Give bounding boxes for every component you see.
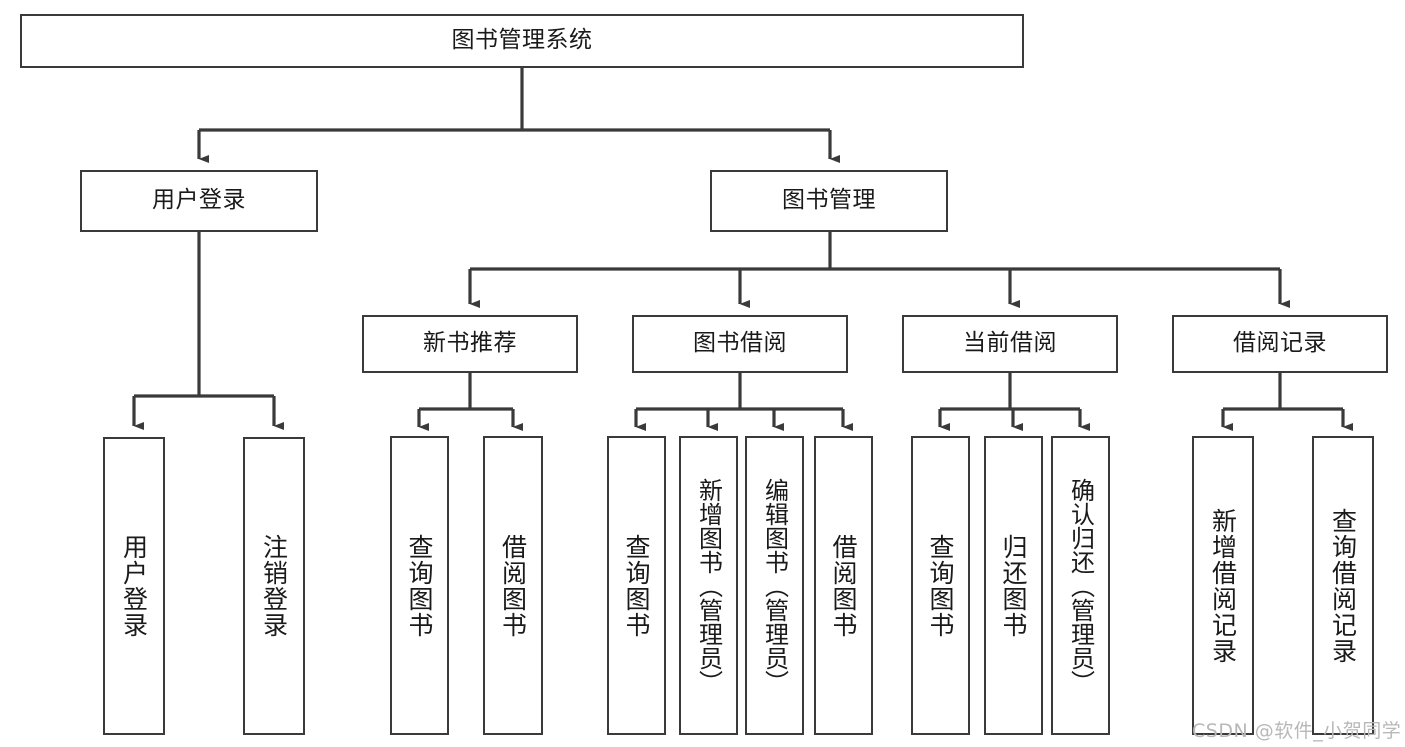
node-label: 查询图书 <box>405 533 434 638</box>
node-label: 图书管理 <box>782 187 876 214</box>
node-label: 当前借阅 <box>963 330 1057 357</box>
node-leaf-edit-book[interactable]: 编辑图书（管理员） <box>745 436 804 735</box>
node-label: 新书推荐 <box>423 330 517 357</box>
node-label: 查询图书 <box>622 533 651 638</box>
node-label: 查询借阅记录 <box>1328 507 1358 664</box>
node-leaf-confirm-return[interactable]: 确认归还（管理员） <box>1051 436 1110 735</box>
node-label: 注销登录 <box>259 534 289 638</box>
node-book-manage[interactable]: 图书管理 <box>710 170 948 232</box>
node-label: 查询图书 <box>926 533 955 638</box>
node-label: 图书管理系统 <box>451 27 593 54</box>
node-current-borrow[interactable]: 当前借阅 <box>902 315 1118 373</box>
node-user-login[interactable]: 用户登录 <box>80 170 318 232</box>
node-leaf-logout[interactable]: 注销登录 <box>243 437 305 735</box>
node-label: 确认归还（管理员） <box>1066 477 1095 694</box>
node-label: 新增图书（管理员） <box>694 477 723 694</box>
node-leaf-borrow-book-2[interactable]: 借阅图书 <box>814 436 873 735</box>
node-leaf-query-book-2[interactable]: 查询图书 <box>607 436 666 735</box>
node-leaf-user-login[interactable]: 用户登录 <box>103 437 165 735</box>
node-leaf-query-book-1[interactable]: 查询图书 <box>390 436 449 735</box>
node-label: 借阅图书 <box>498 533 528 638</box>
node-leaf-query-book-3[interactable]: 查询图书 <box>911 436 970 735</box>
node-label: 借阅图书 <box>829 533 858 638</box>
node-leaf-borrow-book-1[interactable]: 借阅图书 <box>483 436 543 735</box>
node-label: 用户登录 <box>119 534 149 638</box>
node-root[interactable]: 图书管理系统 <box>20 14 1024 68</box>
node-leaf-return-book[interactable]: 归还图书 <box>984 436 1043 735</box>
node-borrow-record[interactable]: 借阅记录 <box>1172 315 1388 373</box>
node-label: 新增借阅记录 <box>1208 507 1238 664</box>
node-label: 编辑图书（管理员） <box>760 477 789 694</box>
node-label: 归还图书 <box>999 533 1028 638</box>
node-new-book-recommend[interactable]: 新书推荐 <box>362 315 578 373</box>
node-label: 图书借阅 <box>693 330 787 357</box>
watermark: CSDN @软件_小贺同学 <box>1192 720 1402 742</box>
node-label: 用户登录 <box>152 187 246 214</box>
node-leaf-query-record[interactable]: 查询借阅记录 <box>1312 436 1374 735</box>
node-leaf-add-record[interactable]: 新增借阅记录 <box>1192 436 1254 735</box>
node-book-borrow[interactable]: 图书借阅 <box>632 315 848 373</box>
node-leaf-add-book[interactable]: 新增图书（管理员） <box>679 436 738 735</box>
node-label: 借阅记录 <box>1233 330 1327 357</box>
